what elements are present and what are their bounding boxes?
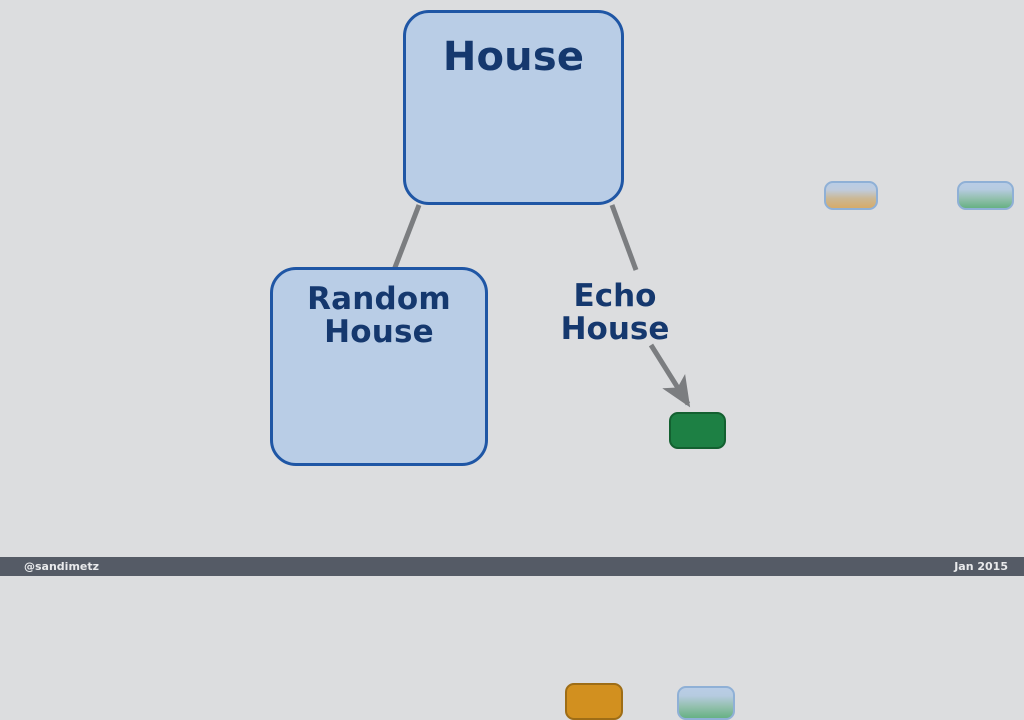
method-slot-echo-house-green[interactable]: [669, 412, 726, 449]
footer-bar: @sandimetz Jan 2015: [0, 557, 1024, 576]
class-node-random-house-title: Random House: [307, 281, 451, 351]
arrow-echo-house-to-green-slot: [648, 343, 691, 408]
class-node-random-house[interactable]: Random House: [270, 267, 735, 720]
connector-house-to-random-house: [391, 204, 422, 271]
footer-handle: @sandimetz: [24, 560, 100, 573]
class-node-echo-house-title: Echo House: [560, 278, 670, 348]
method-slot-house-orange[interactable]: [824, 181, 878, 210]
connector-house-to-echo-house: [609, 204, 639, 271]
method-slot-random-house-orange[interactable]: [565, 683, 623, 720]
footer-date: Jan 2015: [954, 560, 1008, 573]
slide-canvas: House Random House Echo House @sandimetz…: [0, 10, 1024, 720]
class-node-house[interactable]: House: [403, 10, 1014, 210]
method-slot-house-green[interactable]: [957, 181, 1014, 210]
class-node-house-title: House: [442, 34, 585, 80]
method-slot-random-house-green[interactable]: [677, 686, 735, 720]
